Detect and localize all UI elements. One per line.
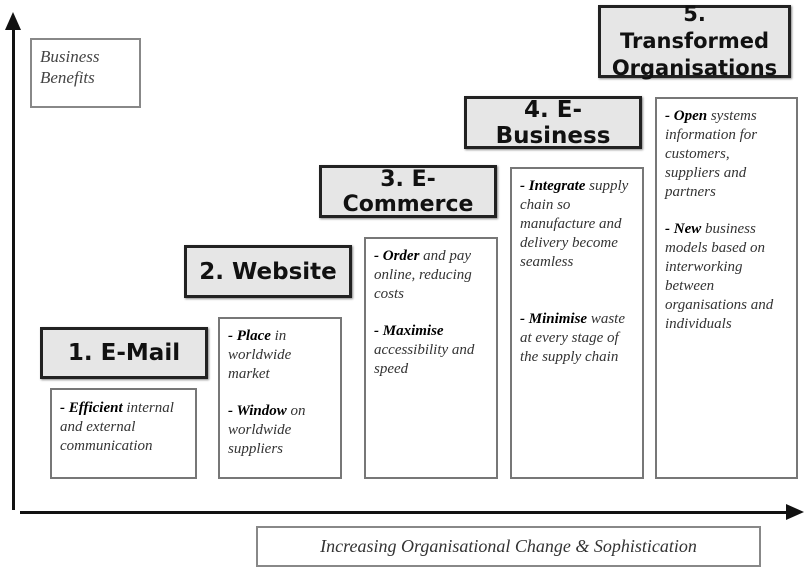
stage-3-benefits: - Order and pay online, reducing costs -… (364, 237, 498, 479)
benefit-lead: - Order (374, 248, 420, 264)
benefit-text: in worldwide market (228, 328, 292, 382)
benefit-lead: - Maximise (374, 323, 444, 339)
x-axis (20, 511, 790, 514)
stage-2-header: 2. Website (184, 245, 352, 298)
benefit-text: systems information for customers, suppl… (665, 108, 758, 200)
benefit-lead: - Minimise (520, 311, 588, 327)
benefit-text: business models based on interworking be… (665, 221, 774, 332)
benefit-lead: - Integrate (520, 178, 586, 194)
stage-1-benefits: - Efficient internal and external commun… (50, 388, 197, 479)
stage-2-benefits: - Place in worldwide market - Window on … (218, 317, 342, 479)
y-axis (12, 28, 15, 510)
stage-1-header: 1. E-Mail (40, 327, 208, 379)
benefit-text: supply chain so manufacture and delivery… (520, 178, 629, 270)
benefit-lead: - Window (228, 403, 287, 419)
x-axis-arrow-icon (786, 504, 804, 520)
stage-4-benefits: - Integrate supply chain so manufacture … (510, 167, 644, 479)
y-axis-label: Business Benefits (30, 38, 141, 108)
stage-5-benefits: - Open systems information for customers… (655, 97, 798, 479)
benefit-text: waste at every stage of the supply chain (520, 311, 626, 365)
benefit-lead: - Open (665, 108, 708, 124)
stage-4-header: 4. E-Business (464, 96, 642, 149)
benefit-lead: - New (665, 221, 702, 237)
stage-5-header: 5. Transformed Organisations (598, 2, 791, 80)
benefit-lead: - Efficient (60, 400, 123, 416)
stage-3-header: 3. E-Commerce (319, 165, 497, 218)
benefit-text: on worldwide suppliers (228, 403, 306, 457)
x-axis-label: Increasing Organisational Change & Sophi… (256, 526, 761, 567)
benefit-text: and pay online, reducing costs (374, 248, 472, 302)
benefit-lead: - Place (228, 328, 271, 344)
y-axis-arrow-icon (5, 12, 21, 30)
benefit-text: internal and external communication (60, 400, 174, 454)
benefit-text: accessibility and speed (374, 342, 475, 377)
